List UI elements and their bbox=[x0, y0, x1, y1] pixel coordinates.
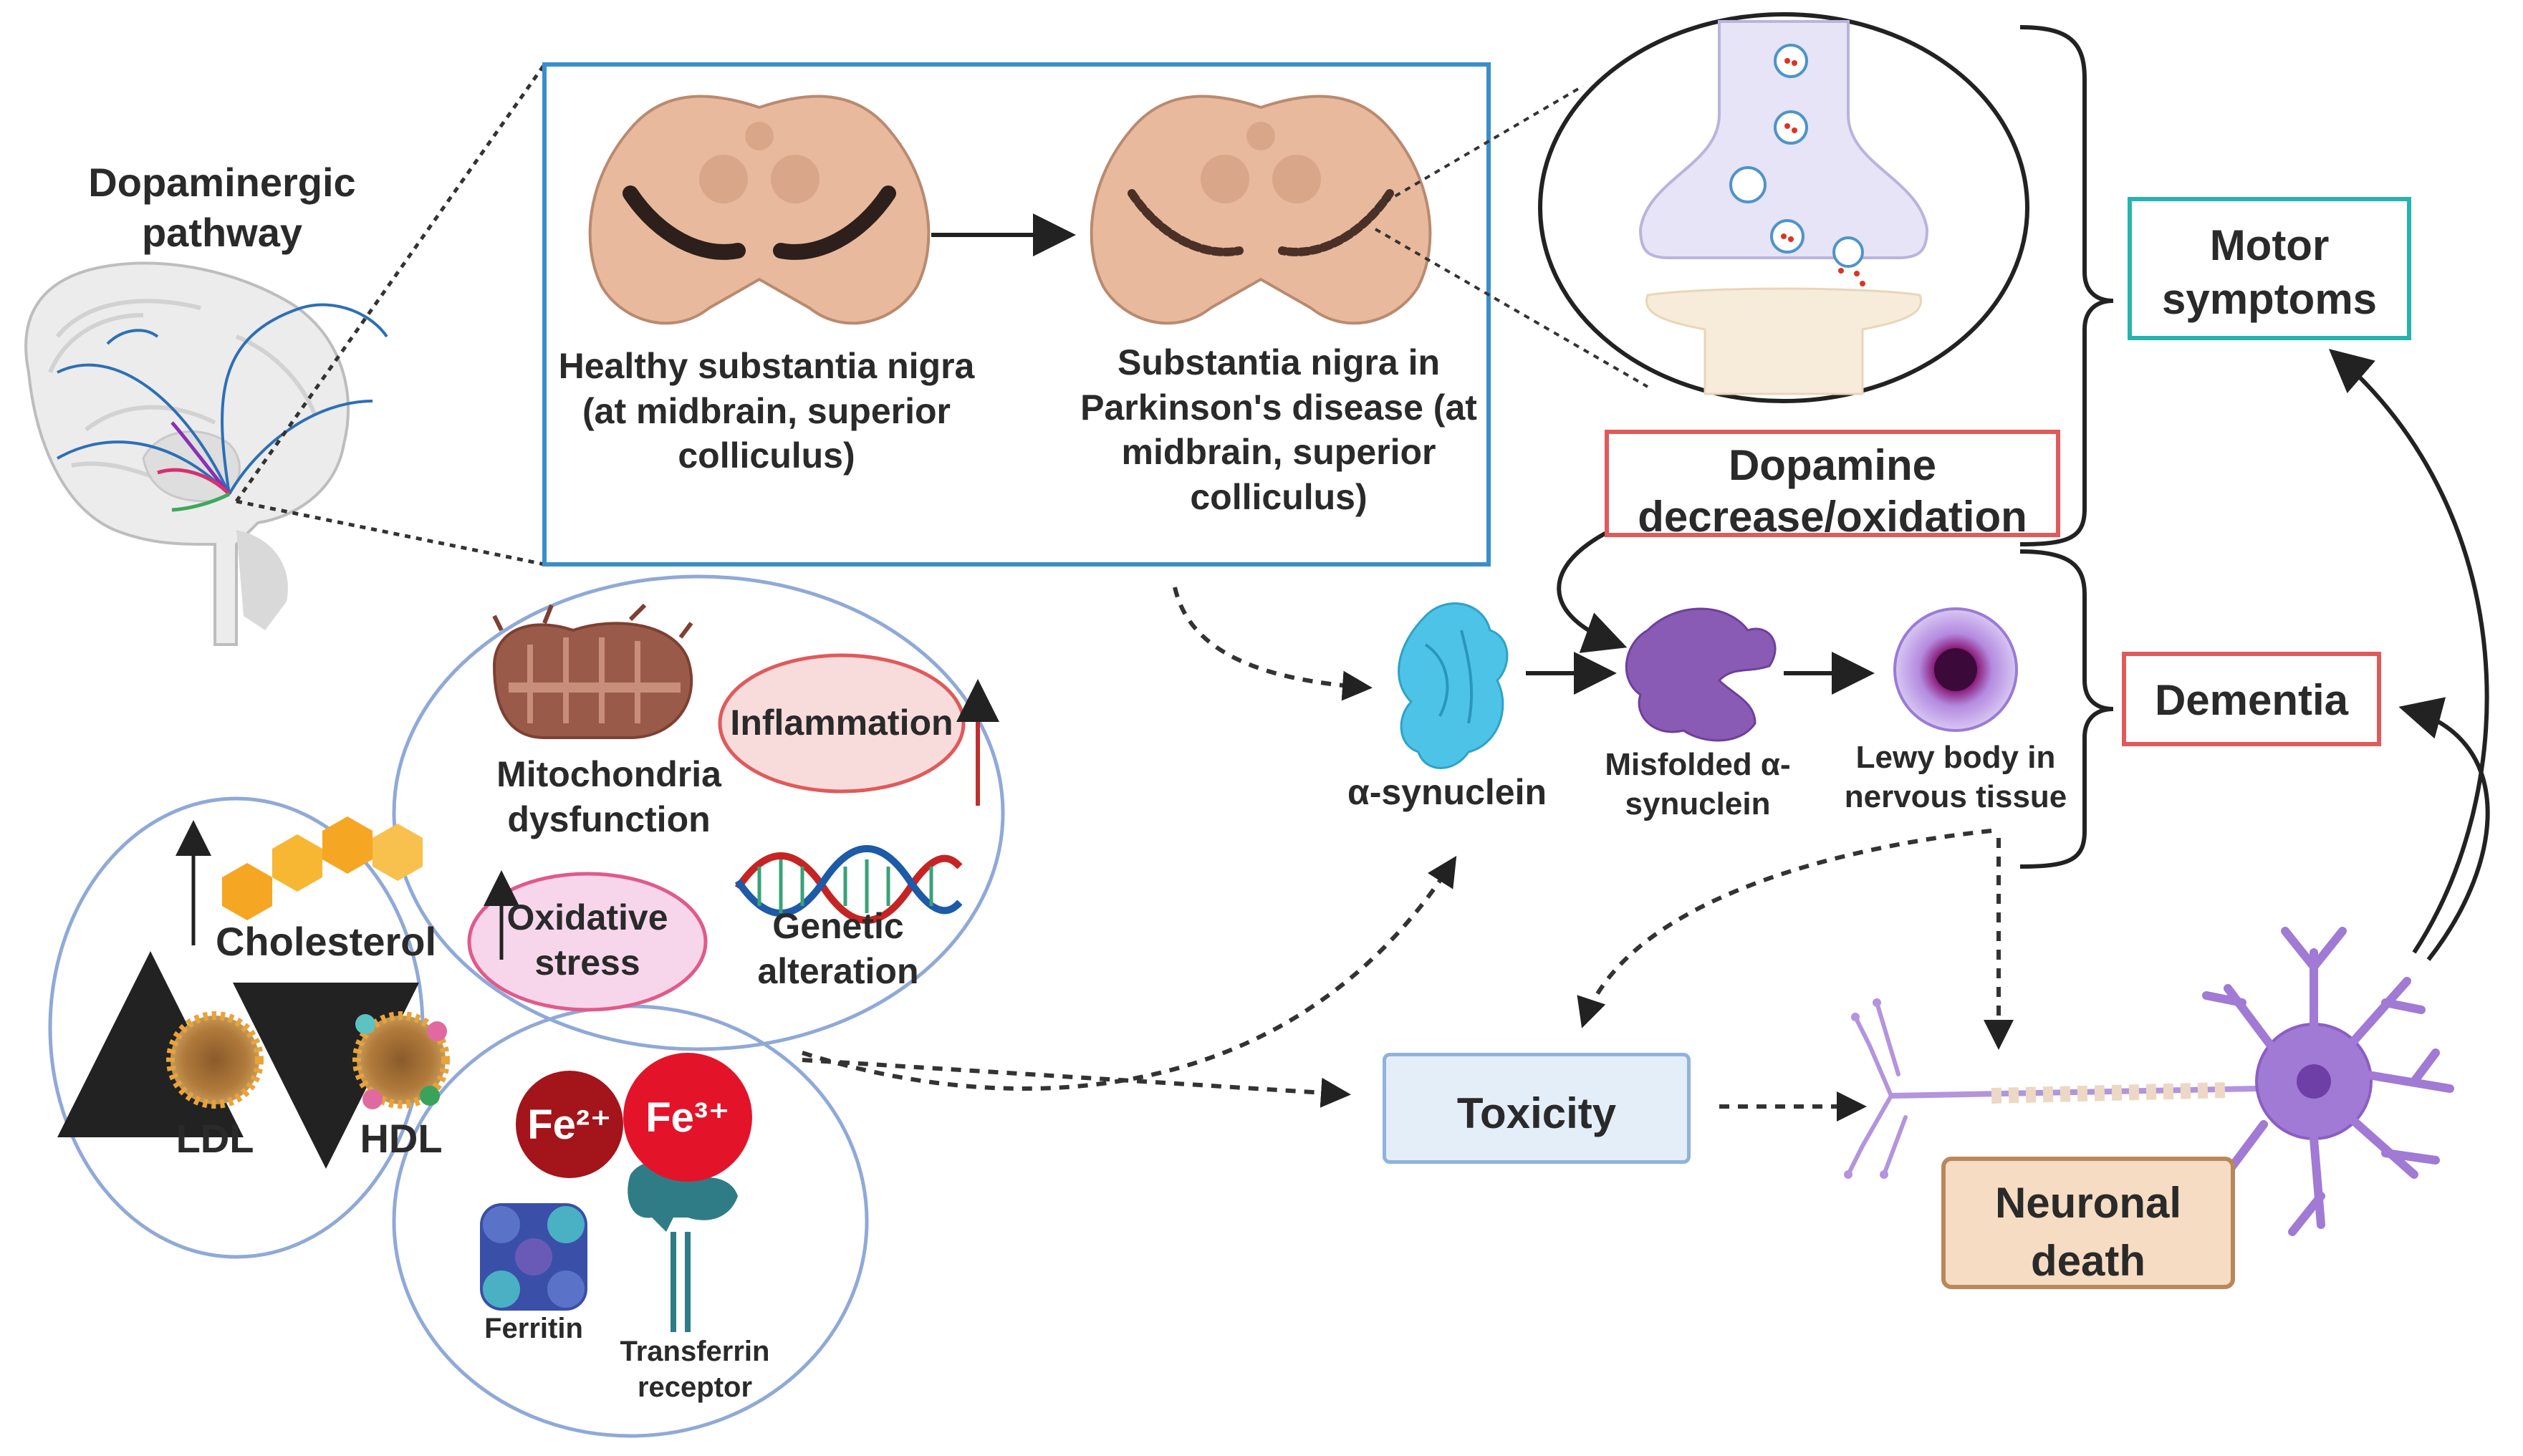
misfolded-synuclein-illustration bbox=[1625, 607, 1777, 742]
hdl-label: HDL bbox=[360, 1116, 443, 1161]
lewy-body-illustration bbox=[1893, 607, 2018, 732]
fe2-label: Fe²⁺ bbox=[527, 1101, 612, 1148]
dementia-label: Dementia bbox=[2154, 676, 2349, 724]
ferritin-icon bbox=[480, 1203, 587, 1311]
synapse-illustration bbox=[1538, 12, 2029, 403]
cholesterol-molecule-icon bbox=[222, 816, 423, 920]
dna-icon bbox=[734, 845, 963, 924]
midbrain-box bbox=[542, 62, 1491, 567]
lewy-body-label: Lewy body in nervous tissue bbox=[1844, 740, 2067, 814]
mitochondria-icon bbox=[492, 603, 693, 739]
healthy-midbrain-label: Healthy substantia nigra (at midbrain, s… bbox=[558, 346, 975, 476]
cholesterol-label: Cholesterol bbox=[215, 919, 437, 964]
fe3-ion: Fe³⁺ bbox=[623, 1053, 752, 1182]
mitochondria-label: Mitochondria dysfunction bbox=[496, 754, 721, 839]
ldl-label: LDL bbox=[176, 1116, 254, 1161]
alpha-synuclein-illustration bbox=[1398, 602, 1509, 769]
motor-symptoms-label: Motor symptoms bbox=[2161, 221, 2378, 323]
pd-midbrain-label: Substantia nigra in Parkinson's disease … bbox=[1080, 342, 1477, 517]
inflammation-ellipse bbox=[718, 653, 966, 794]
genetic-alteration-label: Genetic alteration bbox=[757, 906, 919, 991]
ldl-particle-icon bbox=[166, 1011, 264, 1109]
alpha-synuclein-label: α-synuclein bbox=[1347, 772, 1547, 812]
fe3-label: Fe³⁺ bbox=[645, 1094, 730, 1141]
healthy-midbrain-illustration bbox=[588, 95, 931, 325]
neuronal-death-box: Neuronal death bbox=[1941, 1157, 2235, 1289]
hdl-particle-icon bbox=[352, 1011, 450, 1109]
dopamine-box: Dopamine decrease/oxidation bbox=[1605, 430, 2060, 541]
transferrin-label: Transferrin receptor bbox=[620, 1336, 770, 1403]
inflammation-label: Inflammation bbox=[730, 703, 953, 743]
brain-sagittal-illustration bbox=[24, 261, 388, 646]
dopamine-box-label: Dopamine decrease/oxidation bbox=[1638, 441, 2027, 541]
motor-symptoms-box: Motor symptoms bbox=[2128, 197, 2411, 340]
pd-midbrain-illustration bbox=[1090, 95, 1432, 325]
oxidative-stress-label: Oxidative stress bbox=[506, 897, 668, 983]
oxidative-stress-ellipse bbox=[467, 872, 708, 1012]
neuron-illustration bbox=[1844, 927, 2454, 1236]
toxicity-box: Toxicity bbox=[1383, 1053, 1691, 1164]
misfolded-synuclein-label: Misfolded α-synuclein bbox=[1605, 747, 1791, 821]
transferrin-receptor-icon bbox=[628, 1161, 738, 1332]
ferritin-label: Ferritin bbox=[484, 1313, 583, 1344]
toxicity-label: Toxicity bbox=[1456, 1089, 1617, 1137]
neuronal-death-label: Neuronal death bbox=[1994, 1179, 2182, 1285]
dementia-box: Dementia bbox=[2122, 652, 2381, 746]
pathway-title: Dopaminergic pathway bbox=[88, 160, 356, 255]
fe2-ion: Fe²⁺ bbox=[516, 1071, 623, 1178]
